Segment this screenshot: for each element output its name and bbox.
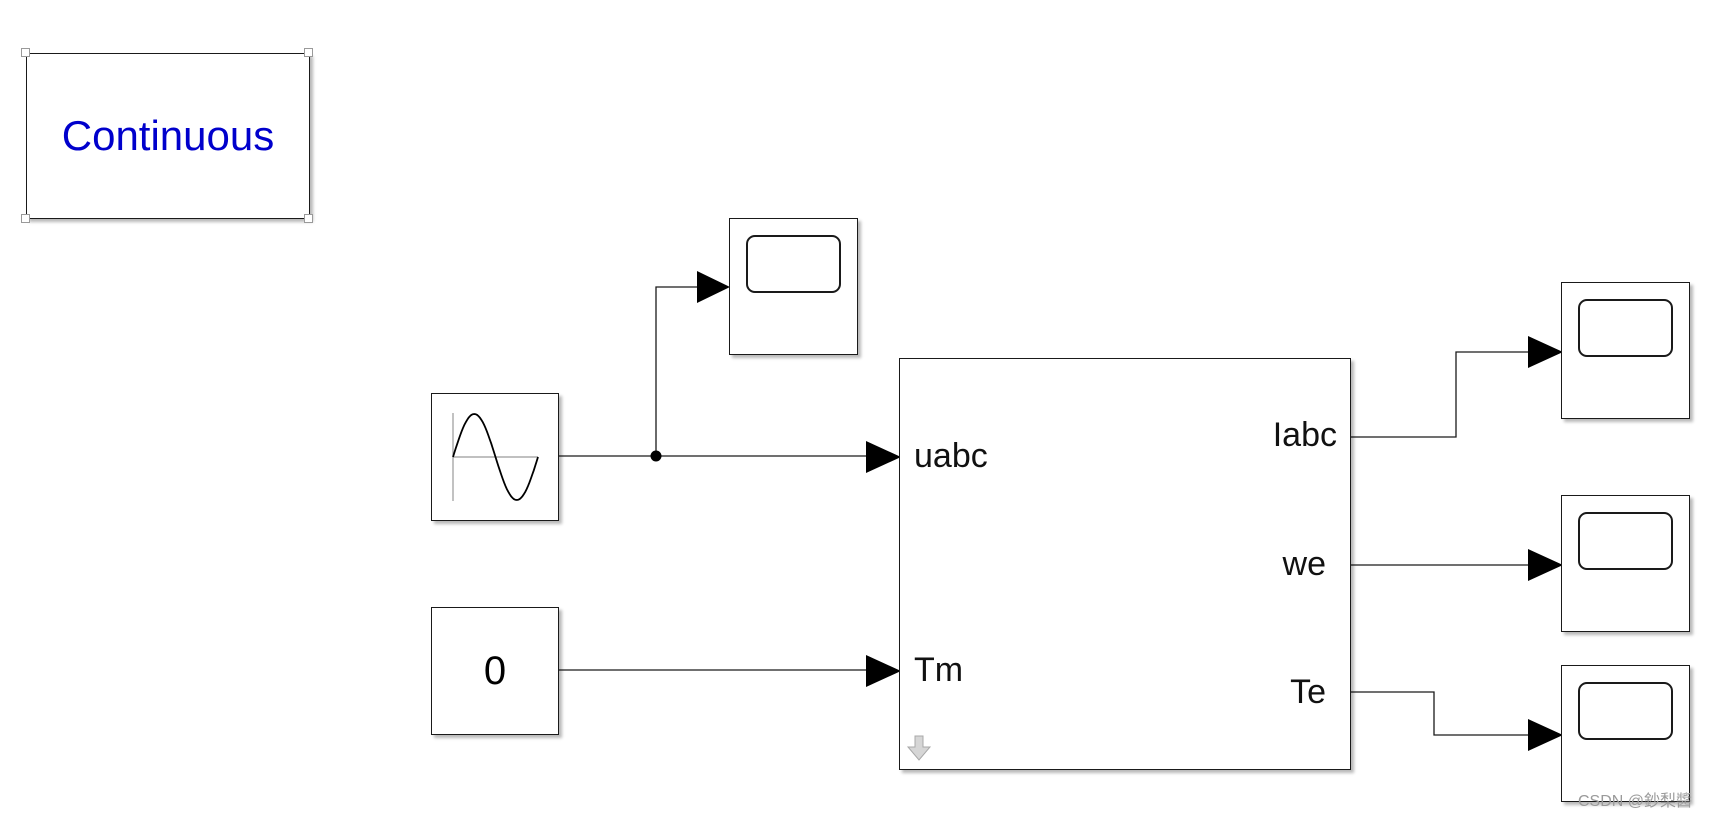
scope-screen-icon: [1578, 682, 1673, 740]
watermark: CSDN @鈔梨醬: [1577, 793, 1692, 810]
branch-point: [650, 450, 662, 462]
sine-wave-icon: [452, 413, 539, 501]
resize-handle-bottom-right[interactable]: [304, 214, 313, 223]
sine-wave-block[interactable]: [431, 393, 559, 521]
output-port-we: we: [1282, 545, 1326, 583]
arrow-into-scope-we: [1528, 549, 1563, 581]
constant-value: 0: [483, 648, 507, 693]
arrow-into-scope-top: [697, 271, 730, 303]
line-branch-to-scope-top: [655, 286, 697, 456]
output-port-te: Te: [1290, 673, 1326, 711]
constant-block[interactable]: 0: [431, 607, 559, 735]
resize-handle-bottom-left[interactable]: [21, 214, 30, 223]
resize-handle-top-right[interactable]: [304, 48, 313, 57]
input-port-tm: Tm: [914, 651, 964, 689]
arrow-into-scope-iabc: [1528, 336, 1563, 368]
scope-block-iabc[interactable]: [1561, 282, 1690, 419]
scope-block-we[interactable]: [1561, 495, 1690, 632]
powergui-block[interactable]: Continuous: [26, 53, 310, 219]
arrow-into-scope-te: [1528, 719, 1563, 751]
line-iabc-to-scope: [1351, 351, 1528, 438]
input-port-uabc: uabc: [914, 437, 988, 475]
scope-block-te[interactable]: [1561, 665, 1690, 802]
scope-screen-icon: [1578, 512, 1673, 570]
resize-handle-top-left[interactable]: [21, 48, 30, 57]
scope-block-input[interactable]: [729, 218, 858, 355]
machine-subsystem-block[interactable]: uabc Tm Iabc we Te: [899, 358, 1351, 770]
look-under-mask-arrow-icon[interactable]: [906, 734, 934, 764]
output-port-iabc: Iabc: [1272, 416, 1337, 454]
arrow-into-tm: [866, 655, 901, 687]
powergui-mode-label: Continuous: [61, 112, 275, 159]
line-te-to-scope: [1351, 691, 1528, 736]
arrow-into-uabc: [866, 441, 901, 473]
scope-screen-icon: [746, 235, 841, 293]
scope-screen-icon: [1578, 299, 1673, 357]
